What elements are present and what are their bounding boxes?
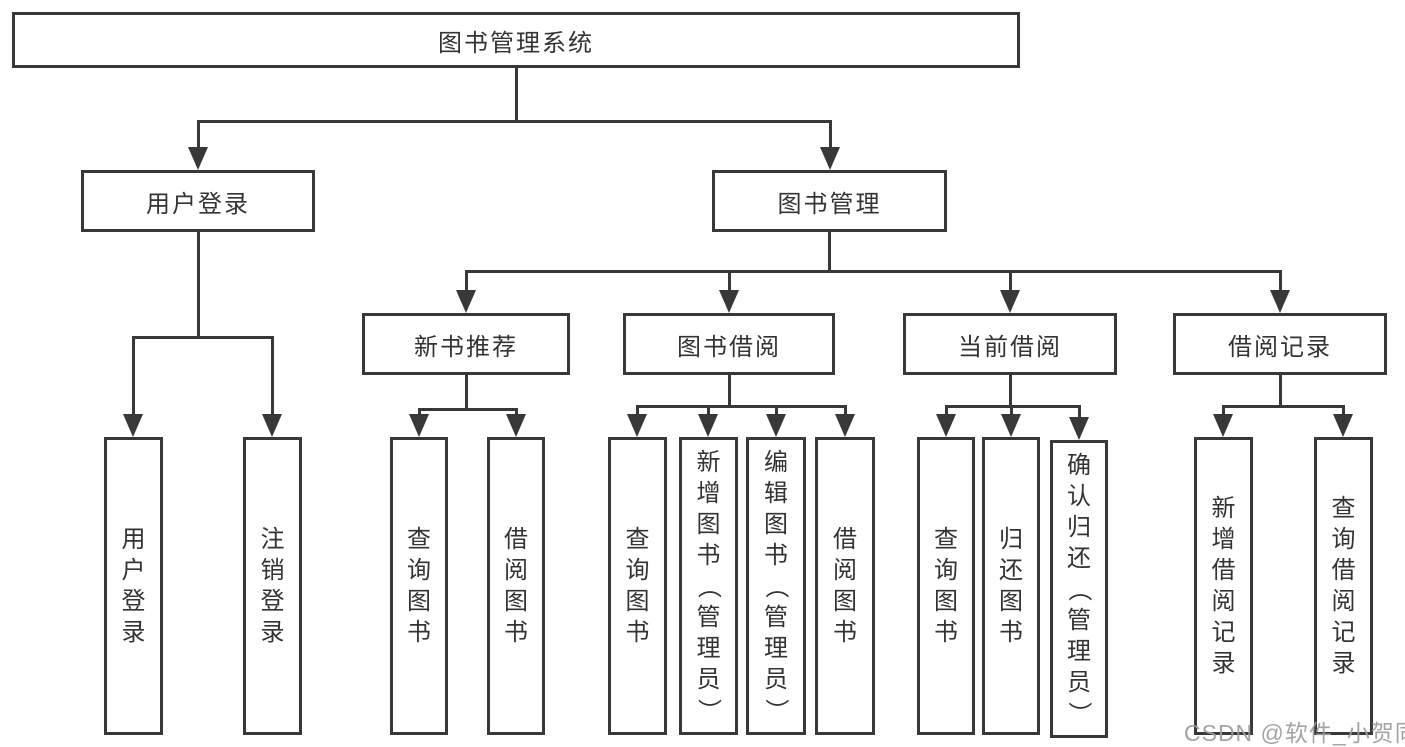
- node-current-borrow: 当前借阅: [903, 313, 1117, 375]
- node-borrow-records: 借阅记录: [1173, 313, 1387, 375]
- edge-root-hline: [197, 120, 832, 123]
- leaf-borrow-books: 借阅图书: [815, 437, 875, 735]
- leaf-confirm-return-admin: 确认归还（管理员）: [1050, 440, 1108, 738]
- edge-group2-hline: [636, 405, 847, 408]
- arrow-group4-leaf1: [1213, 405, 1233, 437]
- edge-group4-vline: [1279, 375, 1282, 405]
- edge-root-vline: [515, 68, 518, 120]
- arrow-group3-leaf2: [1001, 405, 1021, 437]
- edge-group1-hline: [418, 408, 518, 411]
- edge-user-login-hline: [132, 336, 274, 339]
- csdn-watermark: CSDN @软件_小贺同学: [1184, 720, 1405, 746]
- edge-group1-vline: [465, 375, 468, 408]
- arrow-group4-leaf2: [1333, 405, 1353, 437]
- edge-book-management-vline: [828, 232, 831, 270]
- arrow-to-user-login: [188, 120, 208, 170]
- node-library-management-system: 图书管理系统: [12, 12, 1020, 68]
- leaf-query-books-borrow: 查询图书: [608, 437, 667, 735]
- leaf-user-login: 用户登录: [104, 437, 163, 735]
- leaf-edit-books-admin: 编辑图书（管理员）: [746, 437, 806, 735]
- arrow-group3-leaf3: [1069, 405, 1089, 440]
- leaf-logout: 注销登录: [243, 437, 302, 735]
- leaf-borrow-books-recommend: 借阅图书: [487, 437, 545, 735]
- edge-user-login-vline: [197, 232, 200, 336]
- leaf-add-books-admin: 新增图书（管理员）: [679, 437, 738, 735]
- arrow-to-new-book-recommend: [456, 270, 476, 313]
- arrow-to-borrow-records: [1270, 270, 1290, 313]
- leaf-query-books-recommend: 查询图书: [390, 437, 448, 735]
- edge-group2-vline: [728, 375, 731, 405]
- node-book-management: 图书管理: [712, 170, 947, 232]
- node-book-borrow: 图书借阅: [623, 313, 835, 375]
- edge-book-management-hline: [465, 270, 1282, 273]
- leaf-query-books-current: 查询图书: [917, 437, 975, 735]
- edge-group3-vline: [1009, 375, 1012, 405]
- node-user-login: 用户登录: [81, 170, 315, 232]
- edge-group3-hline: [945, 405, 1081, 408]
- arrow-to-leaf-logout: [262, 336, 282, 437]
- leaf-return-books: 归还图书: [982, 437, 1040, 735]
- leaf-query-borrow-record: 查询借阅记录: [1314, 437, 1373, 735]
- arrow-group3-leaf1: [936, 405, 956, 437]
- edge-group4-hline: [1222, 405, 1345, 408]
- arrow-group2-leaf2: [698, 405, 718, 437]
- arrow-to-leaf-user-login: [123, 336, 143, 437]
- arrow-group1-leaf2: [506, 408, 526, 437]
- arrow-group2-leaf4: [835, 405, 855, 437]
- arrow-to-book-borrow: [719, 270, 739, 313]
- arrow-group2-leaf1: [627, 405, 647, 437]
- arrow-group1-leaf1: [409, 408, 429, 437]
- node-new-book-recommend: 新书推荐: [362, 313, 570, 375]
- leaf-add-borrow-record: 新增借阅记录: [1194, 437, 1253, 735]
- arrow-to-book-management: [820, 120, 840, 170]
- arrow-group2-leaf3: [766, 405, 786, 437]
- arrow-to-current-borrow: [1000, 270, 1020, 313]
